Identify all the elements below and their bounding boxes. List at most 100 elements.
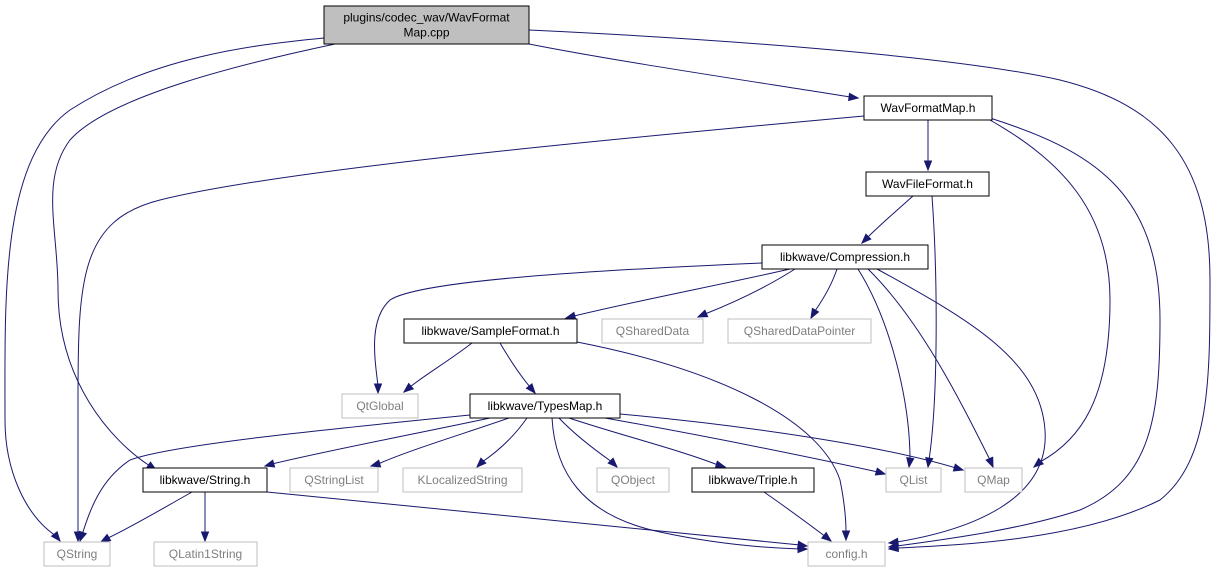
edge-compression-to-qtglobal [373,262,763,395]
node-label: Map.cpp [403,26,449,40]
node-box [341,393,419,419]
node-box [153,541,258,567]
node-triple[interactable]: libkwave/Triple.h [691,467,815,493]
node-qobject: QObject [596,467,670,493]
arrowhead [373,383,383,395]
edge-typesmap-to-qobject [558,417,618,468]
edge-line [861,195,914,244]
edge-line [619,413,964,471]
node-label: QMap [977,473,1010,487]
arrowhead [525,382,536,395]
edge-typesmap-to-string [263,417,491,468]
node-qmap: QMap [964,467,1023,493]
arrowhead [50,530,61,543]
node-box [596,467,670,493]
edge-compression-to-qshareddatapointer [810,268,838,320]
edge-line [476,417,528,468]
node-label: QtGlobal [356,399,403,413]
node-config: config.h [807,541,886,567]
node-box [964,467,1023,493]
edge-line [763,491,832,542]
edge-line [565,268,791,319]
arrowhead [78,530,88,543]
node-box [402,467,523,493]
edge-line [989,119,1111,468]
node-string[interactable]: libkwave/String.h [142,467,268,493]
edge-line [551,417,807,550]
edge-compression-to-qlist [857,268,915,469]
edge-line [528,29,1211,550]
edge-wavformatmap-to-wavfileformat [923,119,933,172]
arrowhead [985,456,994,469]
edge-line [576,341,847,540]
node-box [691,467,815,493]
edge-line [77,115,865,541]
node-label: libkwave/String.h [160,473,251,487]
node-box [43,541,111,567]
node-label: QStringList [304,473,364,487]
arrowhead [402,382,415,393]
node-label: QList [899,473,928,487]
node-label: QSharedData [616,324,690,338]
arrowhead [369,459,382,468]
edge-sampleformat-to-qtglobal [402,342,473,393]
edge-line [370,417,510,467]
node-label: QSharedDataPointer [744,324,855,338]
edge-line [528,43,859,99]
edge-typesmap-to-klocalizedstring [476,417,528,468]
node-label: plugins/codec_wav/WavFormat [343,11,510,25]
edge-typesmap-to-triple [568,417,727,469]
edge-triple-to-config [763,491,833,542]
node-box [865,171,990,197]
arrowhead [820,531,833,542]
node-box [323,5,530,45]
edge-line [697,268,796,318]
arrowhead [810,307,820,320]
node-box [142,467,268,493]
node-label: WavFormatMap.h [881,101,976,115]
node-typesmap[interactable]: libkwave/TypesMap.h [469,393,621,419]
edge-line [568,417,726,468]
arrowhead [607,457,618,468]
node-klocalizedstring: KLocalizedString [402,467,523,493]
edge-line [264,417,491,467]
edge-sampleformat-to-config [576,341,851,542]
node-qtglobal: QtGlobal [341,393,419,419]
edge-line [374,262,763,393]
node-label: WavFileFormat.h [882,177,973,191]
node-wavfileformat[interactable]: WavFileFormat.h [865,171,990,197]
node-qshareddatapointer: QSharedDataPointer [727,318,872,344]
node-compression[interactable]: libkwave/Compression.h [761,244,929,270]
arrowhead [200,531,210,543]
node-qlist: QList [885,467,942,493]
edge-typesmap-to-qlist [604,417,887,476]
node-sampleformat[interactable]: libkwave/SampleFormat.h [403,318,578,344]
node-qstring: QString [43,541,111,567]
node-label: QObject [611,473,656,487]
arrowhead [99,533,112,543]
node-wavformatmap[interactable]: WavFormatMap.h [863,95,993,121]
node-box [289,467,379,493]
edge-root-to-wavformatmap [528,43,860,102]
edge-sampleformat-to-typesmap [499,342,536,395]
edge-line [857,268,911,468]
edge-typesmap-to-qstringlist [369,417,510,468]
node-box [885,467,942,493]
edge-wavformatmap-to-qmap [989,119,1111,468]
edge-line [876,268,1046,544]
arrowhead [564,311,577,320]
edge-root-to-string [52,43,336,471]
node-root[interactable]: plugins/codec_wav/WavFormatMap.cpp [323,5,530,45]
arrowhead [841,530,851,542]
edge-line [558,417,618,468]
node-label: libkwave/TypesMap.h [488,399,603,413]
node-label: libkwave/Compression.h [780,250,910,264]
arrowhead [874,467,887,476]
node-box [403,318,578,344]
node-label: libkwave/Triple.h [709,473,798,487]
nodes-layer: plugins/codec_wav/WavFormatMap.cppWavFor… [43,5,1023,567]
edge-compression-to-sampleformat [564,268,791,320]
edge-wavfileformat-to-compression [861,195,914,244]
edge-line [867,268,994,468]
arrowhead [696,309,709,318]
